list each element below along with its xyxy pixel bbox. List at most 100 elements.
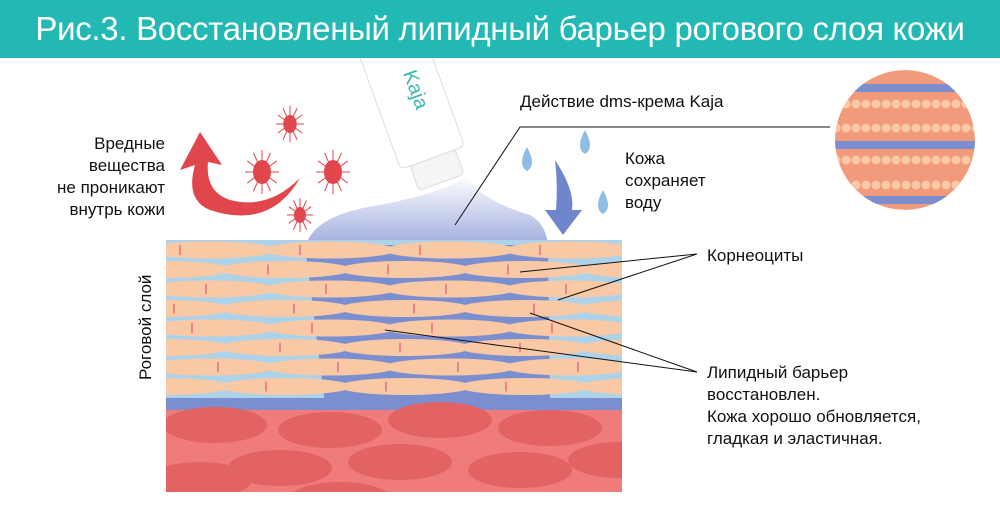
dermis-cell <box>293 482 387 492</box>
corneocyte <box>384 358 516 376</box>
dermis-cell <box>166 407 267 443</box>
lipid-head <box>921 99 931 109</box>
lipid-head <box>941 180 951 190</box>
lipid-membrane <box>835 84 975 92</box>
lipid-line: гладкая и эластичная. <box>707 429 883 448</box>
corneocyte <box>624 320 756 337</box>
corneocyte <box>166 358 276 376</box>
harmful-line: внутрь кожи <box>69 200 165 219</box>
lipid-head <box>835 99 841 109</box>
lipid-head <box>851 155 861 165</box>
lipid-head <box>901 123 911 133</box>
dermis-cell <box>498 410 602 446</box>
lipid-head <box>835 180 841 190</box>
lipid-head <box>891 99 901 109</box>
corneocyte <box>219 300 351 317</box>
lipid-head <box>911 99 921 109</box>
lipid-head <box>921 155 931 165</box>
lipid-head <box>931 155 941 165</box>
lipid-head <box>951 123 961 133</box>
lipid-head <box>961 99 971 109</box>
lipid-head <box>911 180 921 190</box>
corneocyte <box>264 319 396 337</box>
lipid-membrane <box>835 141 975 149</box>
water-label: Кожа сохраняет воду <box>625 148 706 214</box>
lipid-head <box>901 155 911 165</box>
water-drops <box>522 130 608 214</box>
corneocyte <box>264 358 396 376</box>
corneocyte <box>219 339 351 356</box>
skin-section <box>166 240 756 492</box>
lipid-head <box>931 99 941 109</box>
lipid-head <box>911 123 921 133</box>
lipid-head <box>881 155 891 165</box>
lipid-head <box>871 99 881 109</box>
lipid-head <box>841 155 851 165</box>
lipid-head <box>891 123 901 133</box>
lipid-head <box>971 123 975 133</box>
corneocyte <box>504 241 622 259</box>
corneocyte <box>459 261 591 278</box>
corneocyte <box>264 241 396 259</box>
corneocyte <box>339 378 471 395</box>
corneocyte <box>579 261 622 278</box>
lipid-head <box>891 180 901 190</box>
corneocyte <box>504 358 622 376</box>
repel-arrow <box>180 132 300 216</box>
lipid-bilayer-zoom <box>835 70 975 210</box>
corneocyte <box>384 241 516 259</box>
lipid-head <box>841 99 851 109</box>
lipid-head <box>861 180 871 190</box>
lipid-head <box>941 123 951 133</box>
stratum-corneum-label: Роговой слой <box>136 274 155 380</box>
lipid-head <box>941 155 951 165</box>
bacteria-icon <box>324 160 342 184</box>
harmful-line: не проникают <box>57 178 165 197</box>
lipid-head <box>861 155 871 165</box>
lipid-head <box>841 180 851 190</box>
water-line: Кожа <box>625 149 665 168</box>
lipid-head <box>841 123 851 133</box>
lipid-head <box>851 180 861 190</box>
dermis-cell <box>278 412 382 448</box>
corneocyte <box>579 378 622 395</box>
corneocyte <box>504 280 622 298</box>
cream-tube: Kaja <box>357 58 464 190</box>
lipid-head <box>901 99 911 109</box>
lipid-head <box>851 99 861 109</box>
corneocyte <box>166 339 231 356</box>
lipid-head <box>871 155 881 165</box>
lipid-head <box>881 123 891 133</box>
lipid-head <box>941 99 951 109</box>
dermis-cell <box>388 402 492 438</box>
lipid-head <box>931 180 941 190</box>
water-line: воду <box>625 193 662 212</box>
water-drop-icon <box>580 130 590 154</box>
water-drop-icon <box>522 147 532 171</box>
corneocyte <box>166 378 231 395</box>
lipid-line: Липидный барьер <box>707 363 849 382</box>
lipid-head <box>951 180 961 190</box>
lipid-head <box>835 155 841 165</box>
lipid-head <box>901 180 911 190</box>
lipid-head <box>951 155 961 165</box>
harmful-line: Вредные <box>94 134 165 153</box>
lipid-head <box>961 180 971 190</box>
corneocyte <box>459 339 591 356</box>
dermis-cell <box>348 444 452 480</box>
lipid-line: Кожа хорошо обновляется, <box>707 407 921 426</box>
dermis-cell <box>166 462 252 492</box>
dermis-cell <box>568 442 622 478</box>
bacteria-icon <box>253 160 271 184</box>
lipid-membrane <box>835 196 975 204</box>
corneocyte <box>384 319 516 337</box>
lipid-head <box>861 99 871 109</box>
lipid-head <box>871 180 881 190</box>
corneocyte <box>339 261 471 278</box>
lipid-head <box>911 155 921 165</box>
lipid-head <box>971 99 975 109</box>
corneocyte <box>166 280 276 298</box>
water-drop-icon <box>598 190 608 214</box>
lipid-head <box>891 155 901 165</box>
lipid-head <box>961 123 971 133</box>
